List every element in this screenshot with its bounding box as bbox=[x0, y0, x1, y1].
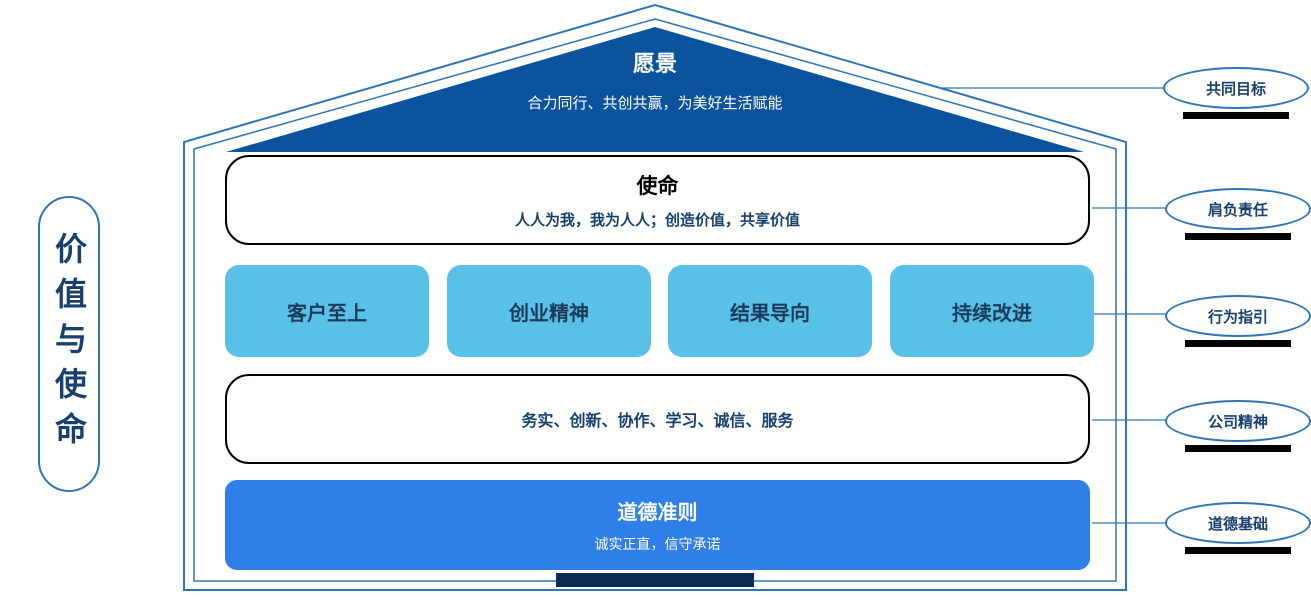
roof-triangle bbox=[226, 27, 1084, 152]
ethics-box: 道德准则 诚实正直，信守承诺 bbox=[225, 480, 1090, 570]
annotation-underline bbox=[1183, 112, 1289, 119]
spirit-text: 务实、创新、协作、学习、诚信、服务 bbox=[521, 413, 794, 430]
value-tile: 创业精神 bbox=[447, 265, 651, 357]
mission-title: 使命 bbox=[636, 175, 679, 198]
spirit-box: 务实、创新、协作、学习、诚信、服务 bbox=[225, 374, 1090, 464]
value-tile: 结果导向 bbox=[668, 265, 872, 357]
annotation-underline bbox=[1185, 547, 1291, 554]
value-tile: 持续改进 bbox=[890, 265, 1094, 357]
mission-box: 使命 人人为我，我为人人；创造价值，共享价值 bbox=[225, 155, 1090, 245]
annotation-oval-behavior-guide: 行为指引 bbox=[1165, 295, 1311, 337]
mission-subtitle: 人人为我，我为人人；创造价值，共享价值 bbox=[514, 212, 800, 229]
foundation-bar bbox=[556, 573, 754, 587]
ethics-subtitle: 诚实正直，信守承诺 bbox=[594, 536, 721, 552]
annotation-oval-moral-basis: 道德基础 bbox=[1165, 502, 1311, 544]
vision-subtitle: 合力同行、共创共赢，为美好生活赋能 bbox=[527, 95, 783, 112]
annotation-underline bbox=[1185, 445, 1291, 452]
house-outline-outer bbox=[183, 3, 1127, 591]
ethics-title: 道德准则 bbox=[617, 502, 698, 524]
annotation-oval-responsibility: 肩负责任 bbox=[1165, 188, 1311, 230]
left-title-text: 价值与使命 bbox=[51, 231, 87, 457]
annotation-oval-company-spirit: 公司精神 bbox=[1165, 400, 1311, 442]
annotation-underline bbox=[1185, 340, 1291, 347]
value-tile: 客户至上 bbox=[225, 265, 429, 357]
left-title-capsule: 价值与使命 bbox=[38, 196, 100, 492]
annotation-oval-common-goal: 共同目标 bbox=[1163, 67, 1309, 109]
vision-title: 愿景 bbox=[632, 51, 677, 76]
annotation-underline bbox=[1185, 233, 1291, 240]
